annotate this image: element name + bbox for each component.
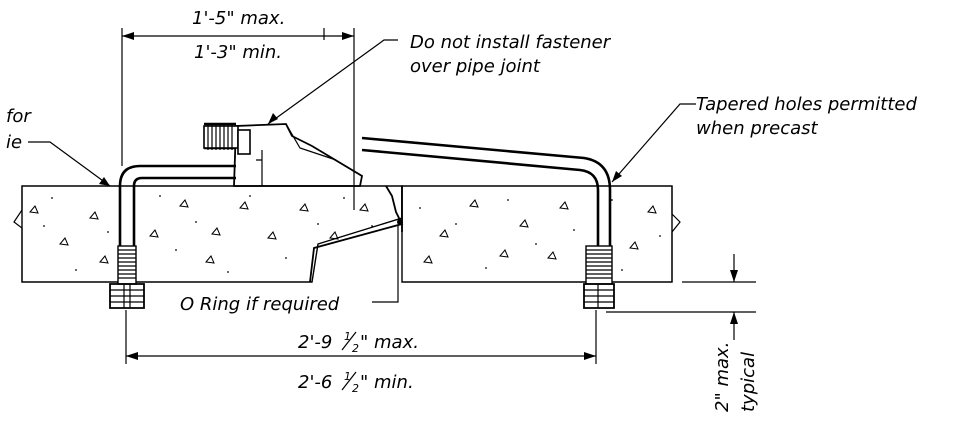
- tapered-note-line-2: when precast: [696, 118, 819, 139]
- tapered-note-line-1: Tapered holes permitted: [696, 94, 917, 115]
- threaded-rod: [203, 122, 251, 155]
- fastener-note-line-2: over pipe joint: [410, 56, 541, 77]
- pipe-joint: [309, 185, 404, 283]
- fastener-note-line-1: Do not install fastener: [410, 32, 612, 53]
- side-dim-label-1: 2" max.: [712, 342, 733, 412]
- right-pipe-section: [401, 185, 681, 283]
- top-max-label: 1'-5" max.: [192, 8, 285, 29]
- side-dim-label-2: typical: [738, 352, 759, 412]
- bottom-max-whole: 2'-9: [298, 332, 332, 353]
- right-u-bolt-leg: [361, 136, 615, 309]
- top-dimension: [121, 28, 355, 210]
- o-ring-label: O Ring if required: [180, 294, 340, 315]
- leaders: [28, 39, 696, 303]
- side-dimension: [606, 254, 756, 340]
- bottom-max-frac-den: 2: [352, 342, 359, 355]
- concrete-aggregate: [29, 195, 661, 273]
- bottom-max-rest: " max.: [360, 332, 419, 353]
- bottom-min-whole: 2'-6: [298, 372, 332, 393]
- bottom-min-frac-den: 2: [352, 382, 359, 395]
- o-ring-symbol: [397, 219, 403, 225]
- left-pipe-section: [13, 185, 403, 283]
- bottom-min-frac-num: 1: [344, 370, 351, 383]
- bottom-min-label: 2'-6 1 2 " min.: [298, 370, 414, 395]
- left-note-line-2: ie: [6, 132, 22, 153]
- left-note-line-1: for: [6, 106, 32, 127]
- top-min-label: 1'-3" min.: [194, 42, 282, 63]
- bottom-max-frac-num: 1: [344, 330, 351, 343]
- bottom-min-rest: " min.: [360, 372, 414, 393]
- bottom-dimension: [125, 310, 597, 364]
- fastener-block: [233, 123, 364, 187]
- bottom-max-label: 2'-9 1 2 " max.: [298, 330, 419, 355]
- left-u-bolt-leg: [109, 164, 236, 309]
